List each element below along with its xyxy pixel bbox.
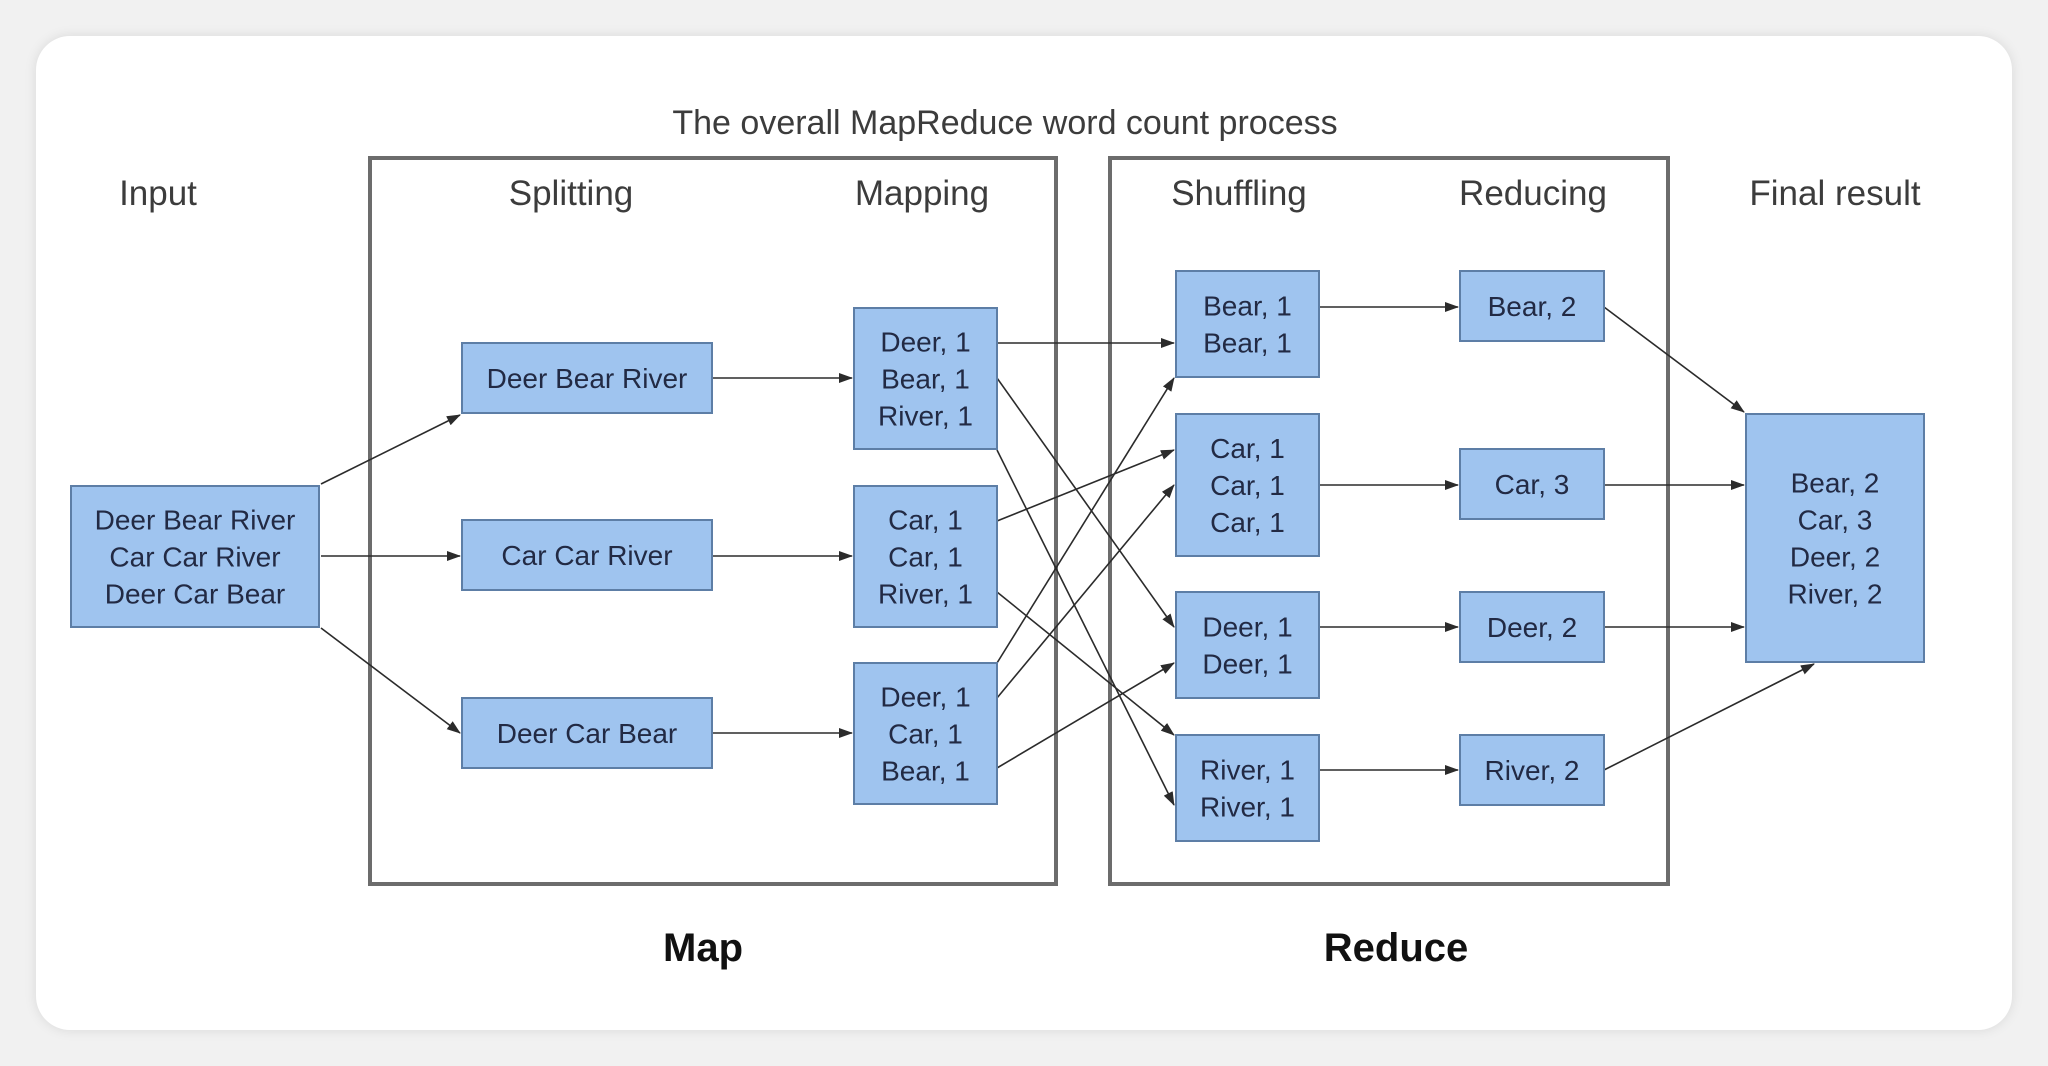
node-map3: Deer, 1 Car, 1 Bear, 1 xyxy=(853,662,998,805)
node-box xyxy=(853,485,998,628)
node-text-line: Car, 1 xyxy=(888,542,963,573)
splitting-header: Splitting xyxy=(509,174,634,213)
node-box xyxy=(1175,734,1320,842)
node-box xyxy=(70,485,320,628)
diagram-title: The overall MapReduce word count process xyxy=(672,104,1337,142)
node-text-line: Deer Bear River xyxy=(95,505,296,536)
node-text-line: River, 1 xyxy=(1200,755,1295,786)
edges-layer xyxy=(320,302,1815,806)
node-text-line: Deer Car Bear xyxy=(105,579,286,610)
node-red-car: Car, 3 xyxy=(1459,448,1605,520)
edge-input-to-split3 xyxy=(320,627,461,734)
edge-input-to-split1 xyxy=(320,414,461,485)
node-box xyxy=(1459,270,1605,342)
node-text-line: Car, 1 xyxy=(1210,470,1285,501)
node-text-line: River, 1 xyxy=(1200,792,1295,823)
node-final: Bear, 2 Car, 3 Deer, 2 River, 2 xyxy=(1745,413,1925,663)
node-text-line: Deer, 1 xyxy=(1202,612,1292,643)
node-split3: Deer Car Bear xyxy=(461,697,713,769)
node-text-line: Car Car River xyxy=(501,540,672,571)
node-text-line: Car, 3 xyxy=(1495,469,1570,500)
final-result-header: Final result xyxy=(1749,174,1920,213)
node-text-line: River, 2 xyxy=(1485,755,1580,786)
diagram-card xyxy=(36,36,2012,1030)
edge-red-river-to-final xyxy=(1603,663,1815,771)
node-shuf-bear: Bear, 1 Bear, 1 xyxy=(1175,270,1320,378)
node-box xyxy=(1459,591,1605,663)
node-text-line: Car, 1 xyxy=(888,719,963,750)
map-group-box xyxy=(368,156,1058,886)
node-text-line: River, 1 xyxy=(878,579,973,610)
input-header: Input xyxy=(119,174,197,213)
node-text-line: Car Car River xyxy=(109,542,280,573)
node-text-line: Deer Car Bear xyxy=(497,718,678,749)
node-box xyxy=(1459,448,1605,520)
reduce-group-box xyxy=(1108,156,1670,886)
node-box xyxy=(461,519,713,591)
node-red-river: River, 2 xyxy=(1459,734,1605,806)
node-box xyxy=(1745,413,1925,663)
edge-red-bear-to-final xyxy=(1603,306,1745,413)
mapping-header: Mapping xyxy=(855,174,989,213)
node-text-line: Car, 1 xyxy=(888,505,963,536)
node-map2: Car, 1 Car, 1 River, 1 xyxy=(853,485,998,628)
node-text-line: Deer, 2 xyxy=(1487,612,1577,643)
node-text-line: Deer Bear River xyxy=(487,363,688,394)
reduce-phase-label: Reduce xyxy=(1324,926,1469,970)
node-split2: Car Car River xyxy=(461,519,713,591)
node-shuf-deer: Deer, 1 Deer, 1 xyxy=(1175,591,1320,699)
edge-map2-to-shuf-river xyxy=(996,591,1175,736)
node-text-line: Bear, 2 xyxy=(1791,468,1880,499)
node-text-line: Deer, 1 xyxy=(880,682,970,713)
node-box xyxy=(1175,591,1320,699)
node-text-line: Bear, 1 xyxy=(881,364,970,395)
edge-map3-to-shuf-car xyxy=(996,484,1175,699)
node-text-line: Deer, 1 xyxy=(1202,649,1292,680)
node-box xyxy=(853,307,998,450)
node-shuf-river: River, 1 River, 1 xyxy=(1175,734,1320,842)
edge-map3-to-shuf-deer xyxy=(996,662,1175,769)
node-box xyxy=(1175,413,1320,557)
shuffling-header: Shuffling xyxy=(1171,174,1307,213)
node-text-line: Deer, 2 xyxy=(1790,542,1880,573)
node-text-line: Bear, 2 xyxy=(1488,291,1577,322)
node-red-bear: Bear, 2 xyxy=(1459,270,1605,342)
edge-map3-to-shuf-bear xyxy=(996,377,1175,664)
node-map1: Deer, 1 Bear, 1 River, 1 xyxy=(853,307,998,450)
node-text-line: Bear, 1 xyxy=(1203,291,1292,322)
node-text-line: River, 2 xyxy=(1788,579,1883,610)
node-text-line: Car, 1 xyxy=(1210,433,1285,464)
node-box xyxy=(1175,270,1320,378)
node-text-line: Car, 3 xyxy=(1798,505,1873,536)
node-text-line: Bear, 1 xyxy=(1203,328,1292,359)
node-box xyxy=(461,342,713,414)
node-text-line: River, 1 xyxy=(878,401,973,432)
node-box xyxy=(1459,734,1605,806)
reducing-header: Reducing xyxy=(1459,174,1607,213)
node-red-deer: Deer, 2 xyxy=(1459,591,1605,663)
node-box xyxy=(853,662,998,805)
map-phase-label: Map xyxy=(663,926,743,970)
node-text-line: Deer, 1 xyxy=(880,327,970,358)
node-text-line: Bear, 1 xyxy=(881,756,970,787)
node-box xyxy=(461,697,713,769)
edge-map1-to-shuf-deer xyxy=(996,377,1175,628)
node-split1: Deer Bear River xyxy=(461,342,713,414)
node-text-line: Car, 1 xyxy=(1210,507,1285,538)
node-shuf-car: Car, 1 Car, 1 Car, 1 xyxy=(1175,413,1320,557)
edge-map2-to-shuf-car xyxy=(996,449,1175,522)
